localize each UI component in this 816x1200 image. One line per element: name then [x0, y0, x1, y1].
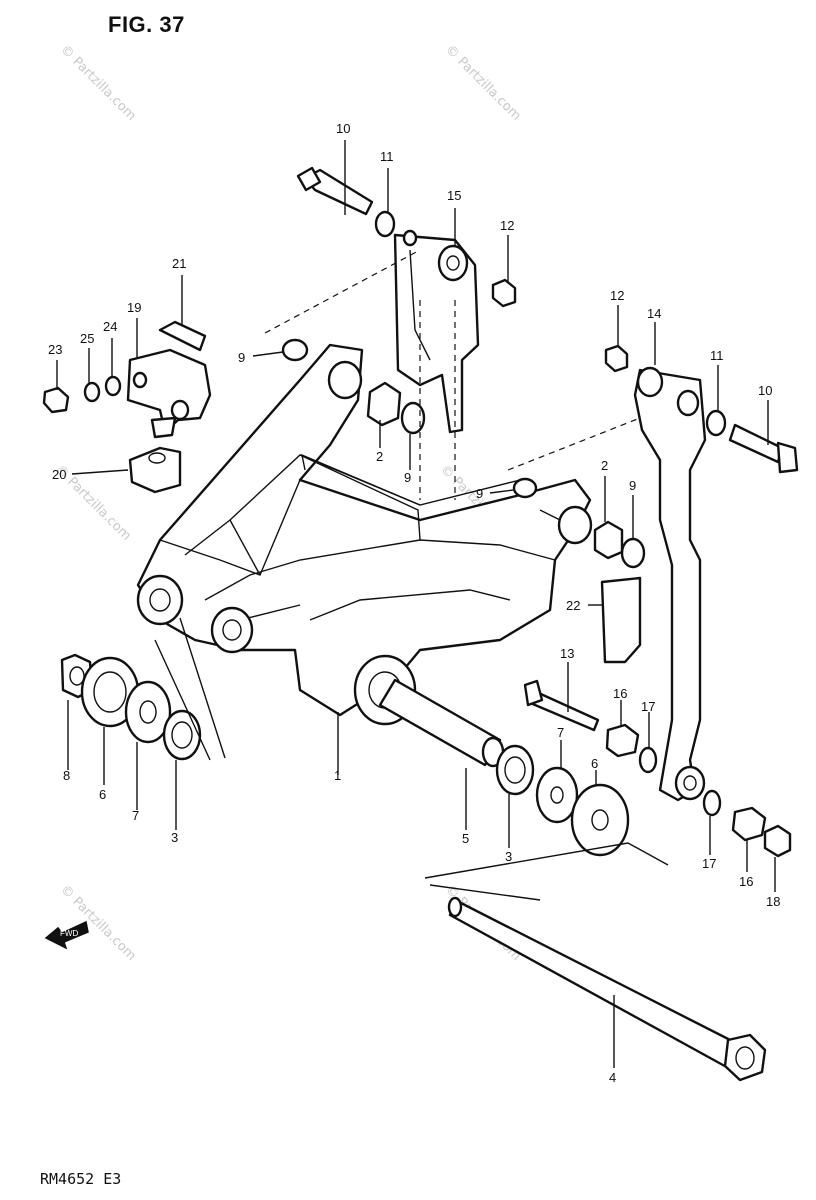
- callout-11a: 11: [380, 149, 394, 164]
- callout-9a: 9: [238, 350, 245, 365]
- nut-upper-right: [604, 344, 629, 373]
- watermark-text: © Partzilla.com: [442, 42, 524, 124]
- callout-19: 19: [127, 300, 141, 315]
- callout-16b: 16: [739, 874, 753, 889]
- leader-lines: [56, 140, 776, 1068]
- callout-5: 5: [462, 831, 469, 846]
- left-pivot-parts: [60, 653, 202, 761]
- callout-3b: 3: [505, 849, 512, 864]
- callout-6b: 6: [591, 756, 598, 771]
- callout-25: 25: [80, 331, 94, 346]
- callout-11b: 11: [710, 348, 724, 363]
- callout-2b: 2: [601, 458, 608, 473]
- bolt-23: [42, 386, 70, 414]
- watermark-text: © Partzilla.com: [57, 42, 139, 124]
- callout-24: 24: [103, 319, 117, 334]
- collar-16a: [605, 723, 640, 758]
- forward-label: FWD: [60, 929, 78, 938]
- washer-17a: [638, 746, 658, 774]
- callout-7a: 7: [132, 808, 139, 823]
- pivot-tube: [378, 678, 505, 768]
- pivot-shaft: [447, 896, 767, 1082]
- watermark-text: © Partzilla.com: [57, 882, 139, 964]
- callout-4: 4: [609, 1070, 616, 1085]
- callout-18: 18: [766, 894, 780, 909]
- callout-23: 23: [48, 342, 62, 357]
- callout-12a: 12: [500, 218, 514, 233]
- washer-9d: [620, 537, 646, 569]
- figure-title: FIG. 37: [108, 12, 185, 37]
- cover-22: [600, 576, 642, 664]
- nut-upper-left: [491, 278, 517, 308]
- washer-17b: [702, 789, 722, 817]
- figure-code: RM4652 E3: [40, 1170, 122, 1188]
- callout-9b: 9: [404, 470, 411, 485]
- right-pivot-parts: [495, 744, 630, 857]
- cushion-lever-left: [393, 229, 480, 434]
- callout-15: 15: [447, 188, 461, 203]
- callout-12b: 12: [610, 288, 624, 303]
- washer-9c: [512, 477, 538, 499]
- callout-17a: 17: [641, 699, 655, 714]
- washer-upper-right: [705, 409, 727, 437]
- washer-9a: [281, 338, 309, 362]
- callout-6a: 6: [99, 787, 106, 802]
- forward-arrow-icon: [44, 920, 89, 950]
- nut-18: [763, 824, 792, 858]
- washer-upper-left: [374, 210, 396, 238]
- collar-16b: [731, 806, 767, 842]
- washer-25: [83, 381, 101, 403]
- bolt-upper-right: [728, 423, 799, 474]
- washer-9b: [400, 401, 426, 435]
- cushion-rod-right: [633, 366, 707, 802]
- callout-3a: 3: [171, 830, 178, 845]
- callout-10b: 10: [758, 383, 772, 398]
- callout-labels: 10 11 15 12 21 19 25 24 23 9 12 14 11 10…: [48, 121, 780, 1085]
- callout-21: 21: [172, 256, 186, 271]
- callout-2a: 2: [376, 449, 383, 464]
- callout-20: 20: [52, 467, 66, 482]
- callout-14: 14: [647, 306, 661, 321]
- spacer-right: [593, 520, 624, 560]
- callout-13: 13: [560, 646, 574, 661]
- bolt-upper-left: [296, 166, 374, 216]
- spacer-left: [366, 381, 402, 427]
- chain-buffer-bracket: [126, 320, 212, 494]
- callout-16a: 16: [613, 686, 627, 701]
- swingarm: [136, 343, 593, 726]
- callout-7b: 7: [557, 725, 564, 740]
- lower-linkage-bolt: [523, 679, 600, 732]
- callout-8: 8: [63, 768, 70, 783]
- callout-9c: 9: [476, 486, 483, 501]
- callout-17b: 17: [702, 856, 716, 871]
- callout-9d: 9: [629, 478, 636, 493]
- callout-10a: 10: [336, 121, 350, 136]
- callout-22: 22: [566, 598, 580, 613]
- washer-24: [104, 375, 122, 397]
- callout-1: 1: [334, 768, 341, 783]
